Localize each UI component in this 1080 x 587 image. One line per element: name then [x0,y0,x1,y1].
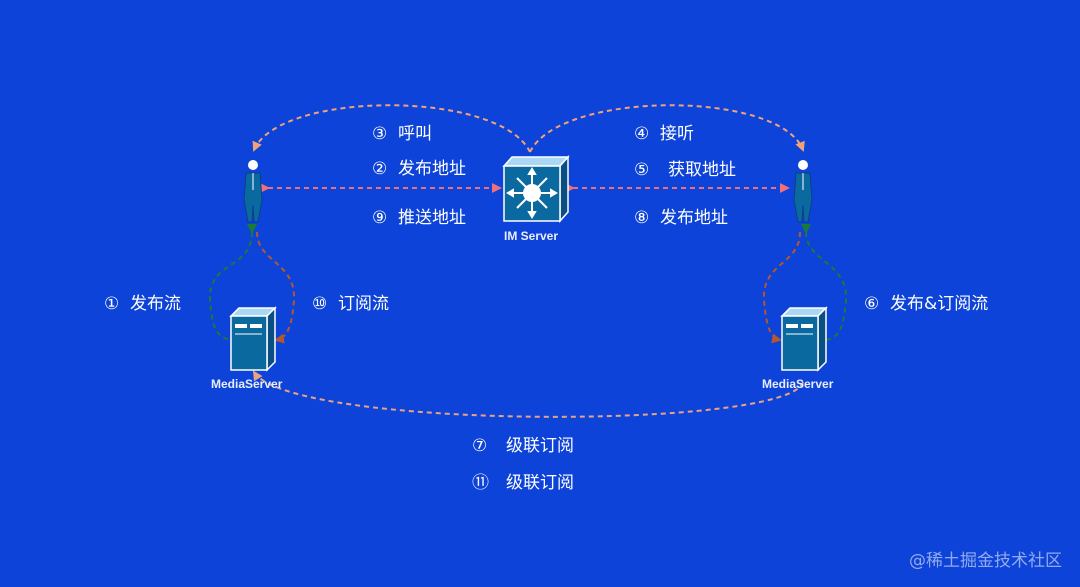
step-8-number: ⑧ [634,208,650,228]
step-5-number: ⑤ [634,160,650,180]
watermark-text: @稀土掘金技术社区 [909,551,1062,571]
step-1-label: ① 发布流 [104,294,181,314]
step-2-number: ② [372,159,388,179]
step-6-text: 发布&订阅流 [890,294,989,314]
left-user-icon [243,160,263,223]
step-7-number: ⑦ [472,436,488,456]
step-8-label: ⑧ 发布地址 [634,208,728,228]
left-media-server-device [229,306,277,372]
right-subscribe-arrow [762,231,801,344]
right-user-icon [793,160,813,223]
cascade-subscribe-arrow [252,370,804,418]
step-11-text: 级联订阅 [506,473,574,493]
right-publish-arrow [800,223,848,341]
step-10-label: ⑩ 订阅流 [312,294,389,314]
step-2-text: 发布地址 [398,159,466,179]
answer-arrow [529,104,805,153]
right-media-server-label: MediaServer [762,377,834,391]
step-7-text: 级联订阅 [506,436,574,456]
step-6-label: ⑥ 发布&订阅流 [864,294,988,314]
step-5-label: ⑤ 获取地址 [634,160,736,180]
left-media-server-label: MediaServer [211,377,283,391]
step-4-label: ④ 接听 [634,124,694,144]
left-subscribe-arrow [256,231,296,344]
right-media-server-device [780,306,828,372]
step-4-number: ④ [634,124,650,144]
step-10-number: ⑩ [312,294,328,314]
step-3-text: 呼叫 [398,124,432,144]
step-9-label: ⑨ 推送地址 [372,208,466,228]
step-9-number: ⑨ [372,208,388,228]
step-1-text: 发布流 [130,294,181,314]
left-publish-arrow [208,223,258,341]
step-5-text: 获取地址 [668,160,736,180]
im-server-label: IM Server [504,229,559,243]
step-1-number: ① [104,294,120,314]
step-7-label: ⑦ 级联订阅 [472,436,574,456]
step-10-text: 订阅流 [338,294,389,314]
call-arrow [252,104,531,153]
step-3-number: ③ [372,124,388,144]
im-server-device [502,155,570,223]
step-3-label: ③ 呼叫 [372,124,432,144]
step-11-label: ⑪ 级联订阅 [472,473,574,493]
step-6-number: ⑥ [864,294,880,314]
step-9-text: 推送地址 [398,208,466,228]
step-11-number: ⑪ [472,473,489,493]
step-4-text: 接听 [660,124,694,144]
step-8-text: 发布地址 [660,208,728,228]
step-2-label: ② 发布地址 [372,159,466,179]
